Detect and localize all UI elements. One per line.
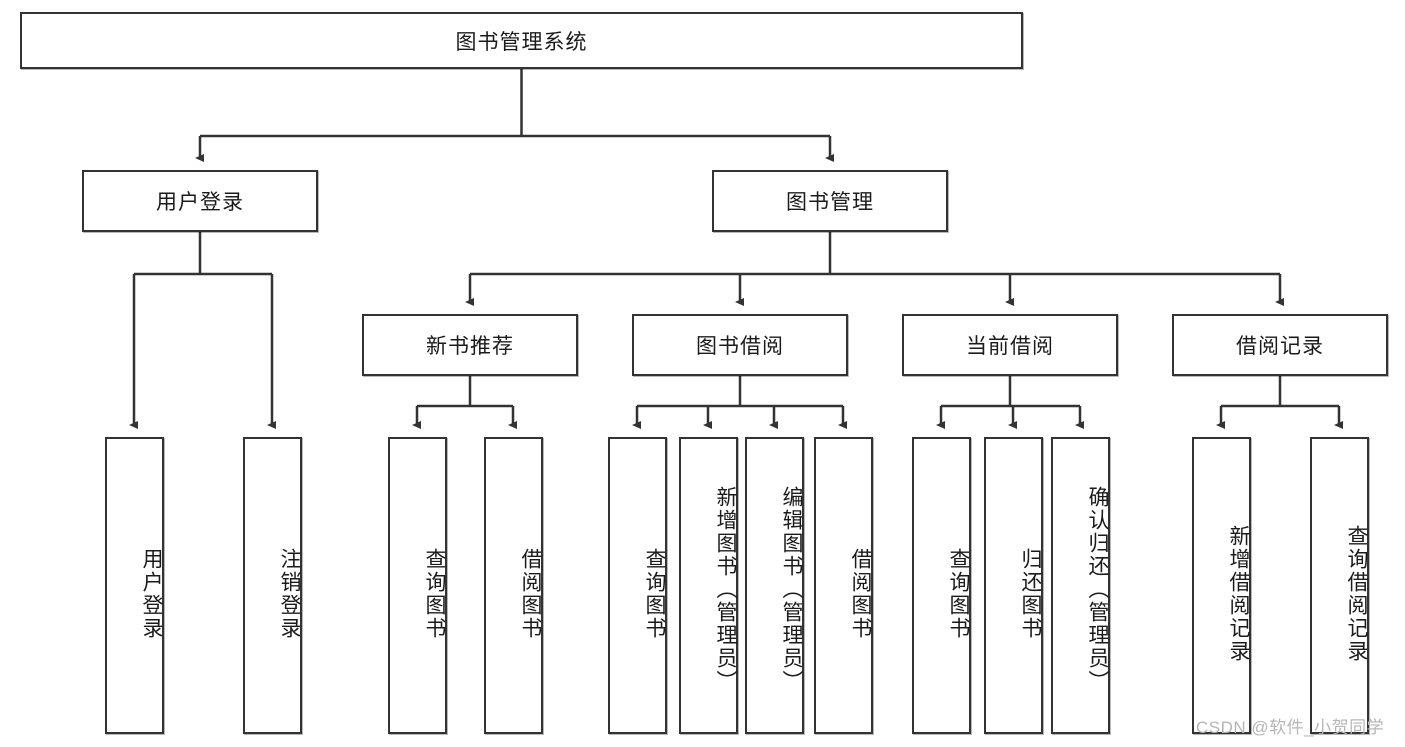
leaf-query-book-2[interactable]: 查询图书	[608, 437, 667, 734]
leaf-confirm-return-label: 确认归还（管理员）	[1086, 486, 1109, 693]
leaf-borrow-book-1-label: 借阅图书	[519, 547, 542, 640]
leaf-borrow-book-2-label: 借阅图书	[849, 547, 872, 640]
node-borrow-record-label: 借阅记录	[1236, 335, 1324, 358]
node-book-manage[interactable]: 图书管理	[712, 170, 948, 232]
node-book-borrow[interactable]: 图书借阅	[632, 314, 848, 376]
leaf-logout-label: 注销登录	[278, 547, 301, 640]
node-book-manage-label: 图书管理	[786, 191, 874, 214]
leaf-add-book[interactable]: 新增图书（管理员）	[679, 437, 738, 734]
leaf-borrow-book-2[interactable]: 借阅图书	[814, 437, 873, 734]
node-root-label: 图书管理系统	[455, 30, 588, 54]
leaf-add-record-label: 新增借阅记录	[1227, 524, 1250, 663]
leaf-logout[interactable]: 注销登录	[243, 437, 302, 734]
node-new-book-recommend-label: 新书推荐	[426, 335, 514, 358]
leaf-borrow-book-1[interactable]: 借阅图书	[484, 437, 543, 734]
leaf-user-login[interactable]: 用户登录	[105, 437, 164, 734]
csdn-watermark: CSDN @软件_小贺同学	[1196, 718, 1385, 737]
leaf-edit-book-label: 编辑图书（管理员）	[780, 486, 803, 693]
leaf-query-book-3[interactable]: 查询图书	[912, 437, 971, 734]
leaf-edit-book[interactable]: 编辑图书（管理员）	[745, 437, 804, 734]
leaf-user-login-label: 用户登录	[140, 547, 163, 640]
leaf-query-book-1[interactable]: 查询图书	[388, 437, 447, 734]
node-root[interactable]: 图书管理系统	[20, 12, 1023, 69]
leaf-query-book-2-label: 查询图书	[643, 547, 666, 640]
leaf-query-record-label: 查询借阅记录	[1345, 524, 1368, 663]
leaf-query-book-1-label: 查询图书	[423, 547, 446, 640]
node-current-borrow[interactable]: 当前借阅	[902, 314, 1118, 376]
leaf-confirm-return[interactable]: 确认归还（管理员）	[1051, 437, 1110, 734]
node-borrow-record[interactable]: 借阅记录	[1172, 314, 1388, 376]
leaf-query-record[interactable]: 查询借阅记录	[1310, 437, 1369, 734]
leaf-return-book[interactable]: 归还图书	[984, 437, 1043, 734]
node-book-borrow-label: 图书借阅	[696, 335, 784, 358]
node-user-login-label: 用户登录	[156, 191, 244, 214]
node-current-borrow-label: 当前借阅	[966, 335, 1054, 358]
leaf-add-record[interactable]: 新增借阅记录	[1192, 437, 1251, 734]
node-new-book-recommend[interactable]: 新书推荐	[362, 314, 578, 376]
node-user-login[interactable]: 用户登录	[82, 170, 318, 232]
leaf-query-book-3-label: 查询图书	[947, 547, 970, 640]
leaf-add-book-label: 新增图书（管理员）	[714, 486, 737, 693]
leaf-return-book-label: 归还图书	[1019, 547, 1042, 640]
